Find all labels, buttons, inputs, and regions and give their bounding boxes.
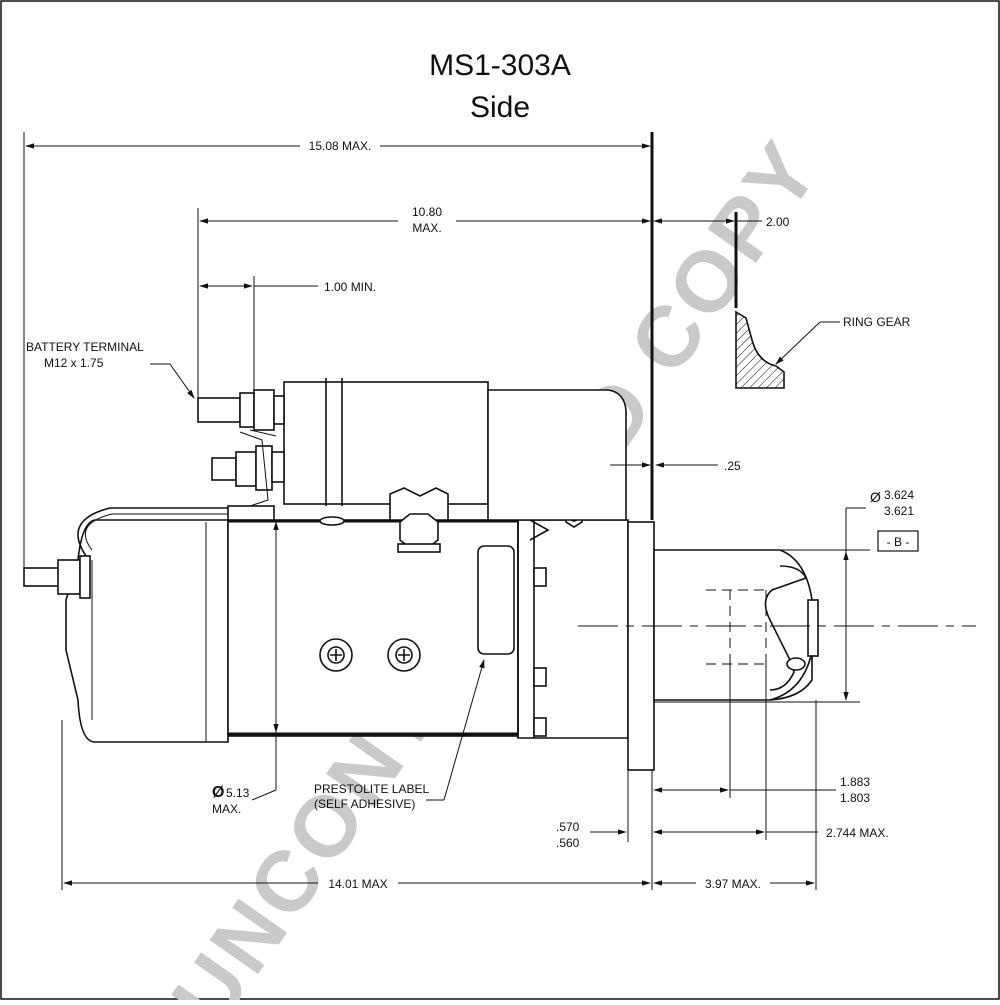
dim-gap: .25	[724, 459, 741, 473]
solenoid-bracket	[389, 487, 449, 521]
dim-flange-offset: 2.00	[766, 215, 790, 229]
battery-terminal-stud	[23, 567, 61, 587]
label-ring-gear: RING GEAR	[843, 315, 911, 329]
dim-body-dia-symbol: Ø	[212, 784, 224, 801]
dim-nose-length: 2.744 MAX.	[826, 826, 889, 840]
solenoid	[197, 378, 627, 553]
dim-terminal-min: 1.00 MIN.	[324, 280, 376, 294]
label-self-adhesive: (SELF ADHESIVE)	[314, 797, 415, 811]
frame-screw-left	[319, 638, 353, 672]
label-battery-terminal: BATTERY TERMINAL	[26, 340, 144, 354]
mounting-flange	[627, 521, 655, 771]
prestolite-label-area	[477, 545, 515, 655]
dim-pinion-pos-max: 1.883	[840, 775, 870, 789]
dim-body-length: 14.01 MAX	[328, 877, 387, 891]
solenoid-housing	[487, 389, 627, 521]
frame-screw-right	[387, 638, 421, 672]
datum-b-box	[877, 530, 919, 552]
dimension-lines	[23, 132, 919, 890]
drawing-title: MS1-303A	[429, 49, 571, 82]
rear-end-cap	[65, 519, 229, 743]
dim-solenoid-length-max: MAX.	[412, 221, 441, 235]
solenoid-can	[283, 381, 489, 505]
label-prestolite: PRESTOLITE LABEL	[314, 782, 429, 796]
terminal-nut	[57, 559, 81, 595]
dim-pilot-dia-max: 3.624	[884, 488, 914, 502]
datum-b-label: - B -	[887, 535, 910, 549]
nose-housing	[653, 549, 813, 701]
dim-body-dia-max: MAX.	[212, 802, 241, 816]
dim-body-dia: 5.13	[226, 786, 250, 800]
field-frame	[227, 519, 519, 737]
drawing-subtitle: Side	[470, 91, 530, 124]
ring-gear-section	[734, 212, 840, 389]
dim-front-length: 3.97 MAX.	[705, 877, 761, 891]
dim-pinion-pos-min: 1.803	[840, 791, 870, 805]
starter-motor	[23, 378, 976, 771]
dim-pilot-dia-min: 3.621	[884, 504, 914, 518]
dim-pilot-dia-symbol: Ø	[870, 489, 881, 505]
dim-flange-thk-max: .570	[556, 820, 580, 834]
dim-flange-thk-min: .560	[556, 836, 580, 850]
battery-terminal	[197, 397, 241, 423]
dim-solenoid-length: 10.80	[412, 205, 442, 219]
label-battery-thread: M12 x 1.75	[44, 356, 104, 370]
dim-overall-length: 15.08 MAX.	[309, 139, 372, 153]
